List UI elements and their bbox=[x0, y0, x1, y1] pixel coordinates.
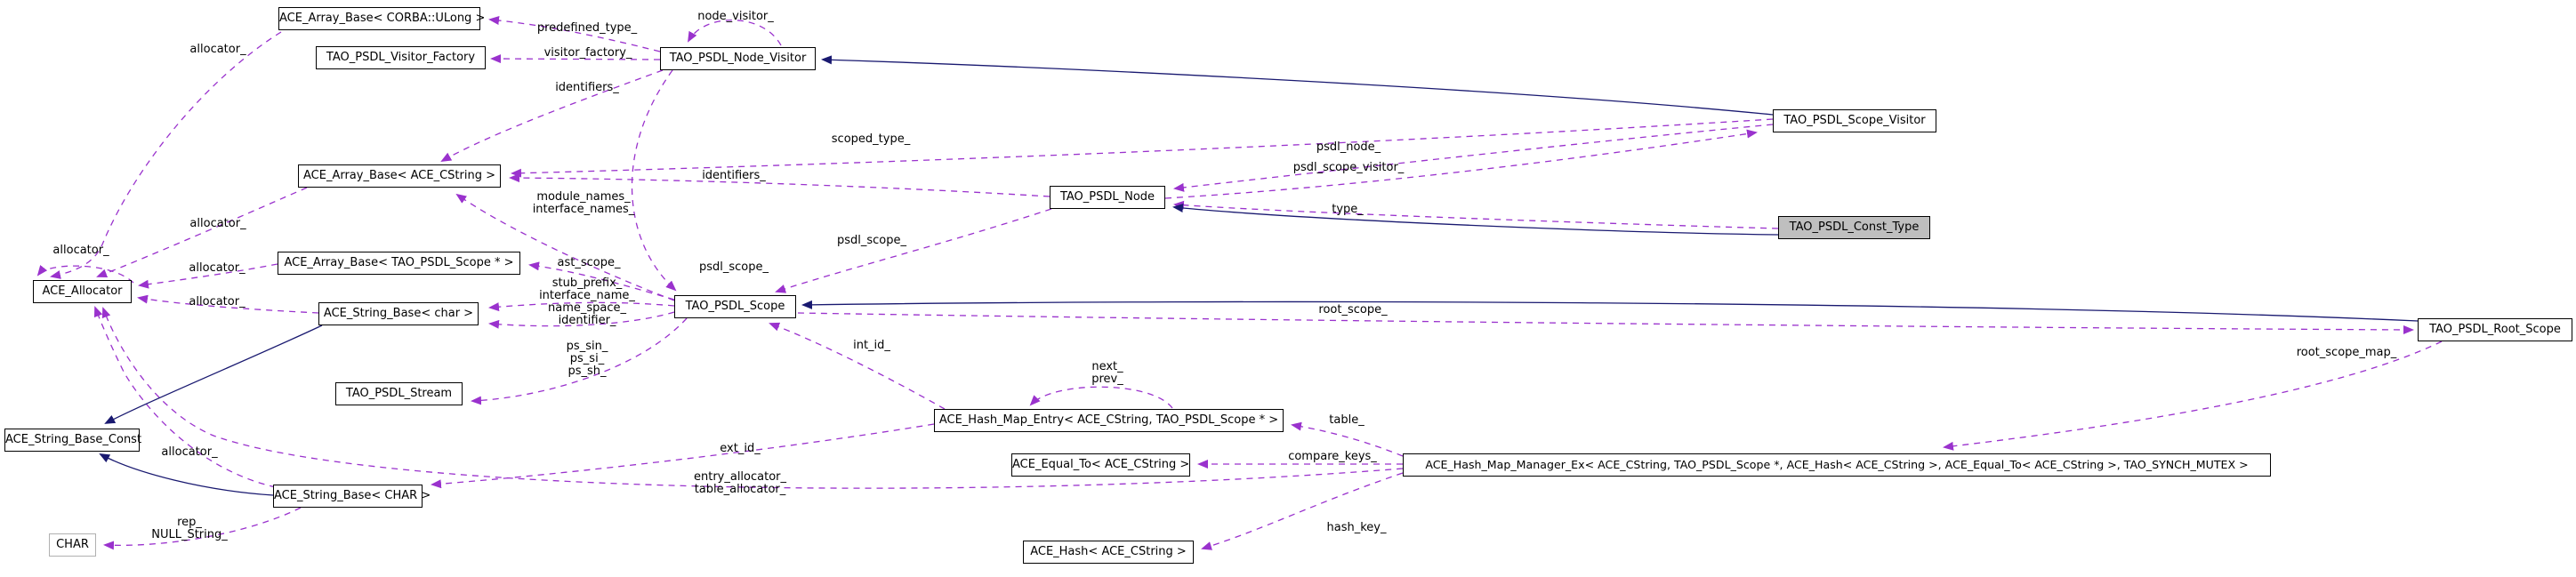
edge-label-next-prev: next_ prev_ bbox=[1091, 360, 1123, 386]
edge-inherit-consttype-node bbox=[1172, 204, 1779, 236]
edge-label-psdl-scope-visitor: psdl_scope_visitor_ bbox=[1292, 161, 1405, 174]
edge-psdl-scope-from-node bbox=[775, 208, 1052, 293]
edge-scope-array-allocator bbox=[138, 263, 278, 289]
edge-manager-allocators bbox=[101, 307, 1404, 489]
edge-hash-key bbox=[1201, 472, 1404, 550]
edge-label-allocator-string-CHAR: allocator_ bbox=[161, 445, 218, 459]
node-ace-array-base-cstring[interactable]: ACE_Array_Base< ACE_CString > bbox=[298, 164, 501, 188]
edge-label-ps-sin: ps_sin_ ps_si_ ps_sh_ bbox=[566, 340, 608, 378]
edge-inherit-stringCHAR-const bbox=[99, 453, 274, 496]
edge-type bbox=[1173, 200, 1779, 229]
edge-label-root-scope-map: root_scope_map_ bbox=[2296, 346, 2397, 359]
edge-label-hash-key: hash_key_ bbox=[1326, 521, 1387, 534]
edge-label-int-id: int_id_ bbox=[853, 339, 890, 352]
edge-label-entry-table-allocator: entry_allocator_ table_allocator_ bbox=[693, 470, 787, 496]
edge-label-allocator-cstring: allocator_ bbox=[189, 217, 246, 230]
edge-inherit-rootscope-scope bbox=[801, 300, 2419, 322]
node-ace-hash-map-entry[interactable]: ACE_Hash_Map_Entry< ACE_CString, TAO_PSD… bbox=[934, 409, 1284, 432]
edge-ext-id bbox=[431, 423, 935, 489]
edge-label-allocator-scope-array: allocator_ bbox=[189, 261, 246, 275]
edge-stub-prefix-lower bbox=[488, 311, 675, 329]
node-tao-psdl-scope-visitor[interactable]: TAO_PSDL_Scope_Visitor bbox=[1773, 109, 1936, 132]
edge-label-predefined-type: predefined_type_ bbox=[536, 21, 638, 35]
node-ace-string-base-const[interactable]: ACE_String_Base_Const bbox=[4, 429, 141, 452]
edge-psdl-scope-from-nodevisitor bbox=[631, 69, 677, 292]
edge-label-scoped-type: scoped_type_ bbox=[831, 132, 911, 146]
edge-inherit-scopevisitor-nodevisitor bbox=[821, 55, 1774, 116]
edge-label-stub-prefix: stub_prefix_ interface_name_ name_space_… bbox=[539, 276, 635, 327]
edge-table bbox=[1291, 421, 1404, 457]
node-ace-allocator[interactable]: ACE_Allocator bbox=[33, 280, 132, 303]
node-ace-hash-map-manager-ex[interactable]: ACE_Hash_Map_Manager_Ex< ACE_CString, TA… bbox=[1403, 453, 2271, 477]
node-tao-psdl-const-type: TAO_PSDL_Const_Type bbox=[1778, 216, 1930, 239]
edge-label-psdl-scope-nv: psdl_scope_ bbox=[698, 260, 769, 274]
edge-visitor-factory bbox=[490, 54, 661, 64]
node-ace-hash[interactable]: ACE_Hash< ACE_CString > bbox=[1023, 541, 1194, 564]
edge-inherit-stringchar-const bbox=[104, 325, 323, 424]
edge-label-rep-null-string: rep_ NULL_String_ bbox=[151, 516, 228, 541]
node-tao-psdl-scope[interactable]: TAO_PSDL_Scope bbox=[674, 295, 796, 318]
edge-predefined-type bbox=[488, 16, 661, 52]
edge-identifiers-node bbox=[509, 173, 1051, 197]
node-tao-psdl-root-scope[interactable]: TAO_PSDL_Root_Scope bbox=[2418, 318, 2572, 341]
node-ace-equal-to[interactable]: ACE_Equal_To< ACE_CString > bbox=[1011, 453, 1190, 477]
edge-label-visitor-factory: visitor_factory_ bbox=[543, 46, 632, 60]
node-ace-array-base-scope-ptr[interactable]: ACE_Array_Base< TAO_PSDL_Scope * > bbox=[278, 252, 520, 275]
edge-label-table: table_ bbox=[1329, 413, 1364, 427]
edge-root-scope bbox=[797, 312, 2414, 334]
node-ace-string-base-char[interactable]: ACE_String_Base< char > bbox=[318, 302, 479, 325]
edge-label-psdl-scope-node: psdl_scope_ bbox=[836, 234, 907, 247]
edge-psdl-node bbox=[1173, 124, 1774, 192]
edge-module-names bbox=[455, 193, 675, 301]
node-ace-array-base-ulong[interactable]: ACE_Array_Base< CORBA::ULong > bbox=[278, 7, 485, 30]
edge-scoped-type bbox=[511, 118, 1774, 178]
edge-label-identifiers-node: identifiers_ bbox=[702, 169, 766, 182]
node-tao-psdl-node-visitor[interactable]: TAO_PSDL_Node_Visitor bbox=[660, 47, 816, 70]
edge-identifiers-nodevisitor bbox=[440, 69, 664, 162]
edge-rep-null-string bbox=[103, 507, 302, 550]
edge-label-ast-scope: ast_scope_ bbox=[557, 256, 621, 269]
edge-label-module-names: module_names_ interface_names_ bbox=[532, 190, 635, 216]
node-tao-psdl-stream[interactable]: TAO_PSDL_Stream bbox=[335, 382, 463, 405]
edge-node-visitor-self bbox=[688, 19, 782, 46]
edge-label-root-scope: root_scope_ bbox=[1318, 303, 1388, 317]
edge-cstring-array-allocator bbox=[96, 187, 308, 278]
edge-label-allocator-ulong: allocator_ bbox=[189, 43, 246, 56]
node-char[interactable]: CHAR bbox=[49, 533, 96, 557]
edge-label-node-visitor: node_visitor_ bbox=[697, 10, 774, 23]
edge-int-id bbox=[769, 322, 946, 410]
edge-label-psdl-node: psdl_node_ bbox=[1316, 140, 1381, 154]
edge-label-allocator-string-char: allocator_ bbox=[189, 295, 246, 309]
node-tao-psdl-visitor-factory[interactable]: TAO_PSDL_Visitor_Factory bbox=[316, 46, 486, 69]
edge-ulong-allocator bbox=[50, 31, 282, 279]
node-ace-string-base-CHAR[interactable]: ACE_String_Base< CHAR > bbox=[273, 485, 431, 508]
edge-label-compare-keys: compare_keys_ bbox=[1288, 450, 1377, 463]
edge-root-scope-map bbox=[1943, 341, 2443, 451]
edge-allocator-arc bbox=[36, 265, 134, 284]
node-tao-psdl-node[interactable]: TAO_PSDL_Node bbox=[1050, 186, 1165, 209]
edge-next-prev-self bbox=[1029, 386, 1173, 409]
edge-ps-stream bbox=[471, 317, 688, 405]
edge-ast-scope bbox=[528, 261, 675, 301]
edge-label-ext-id: ext_id_ bbox=[720, 442, 761, 455]
edge-label-identifiers-nv: identifiers_ bbox=[555, 81, 619, 94]
edge-label-type: type_ bbox=[1332, 203, 1364, 216]
edge-psdl-scope-visitor bbox=[1164, 129, 1758, 199]
edge-string-CHAR-allocator bbox=[93, 306, 277, 488]
edge-label-allocator-arc: allocator_ bbox=[52, 244, 109, 257]
